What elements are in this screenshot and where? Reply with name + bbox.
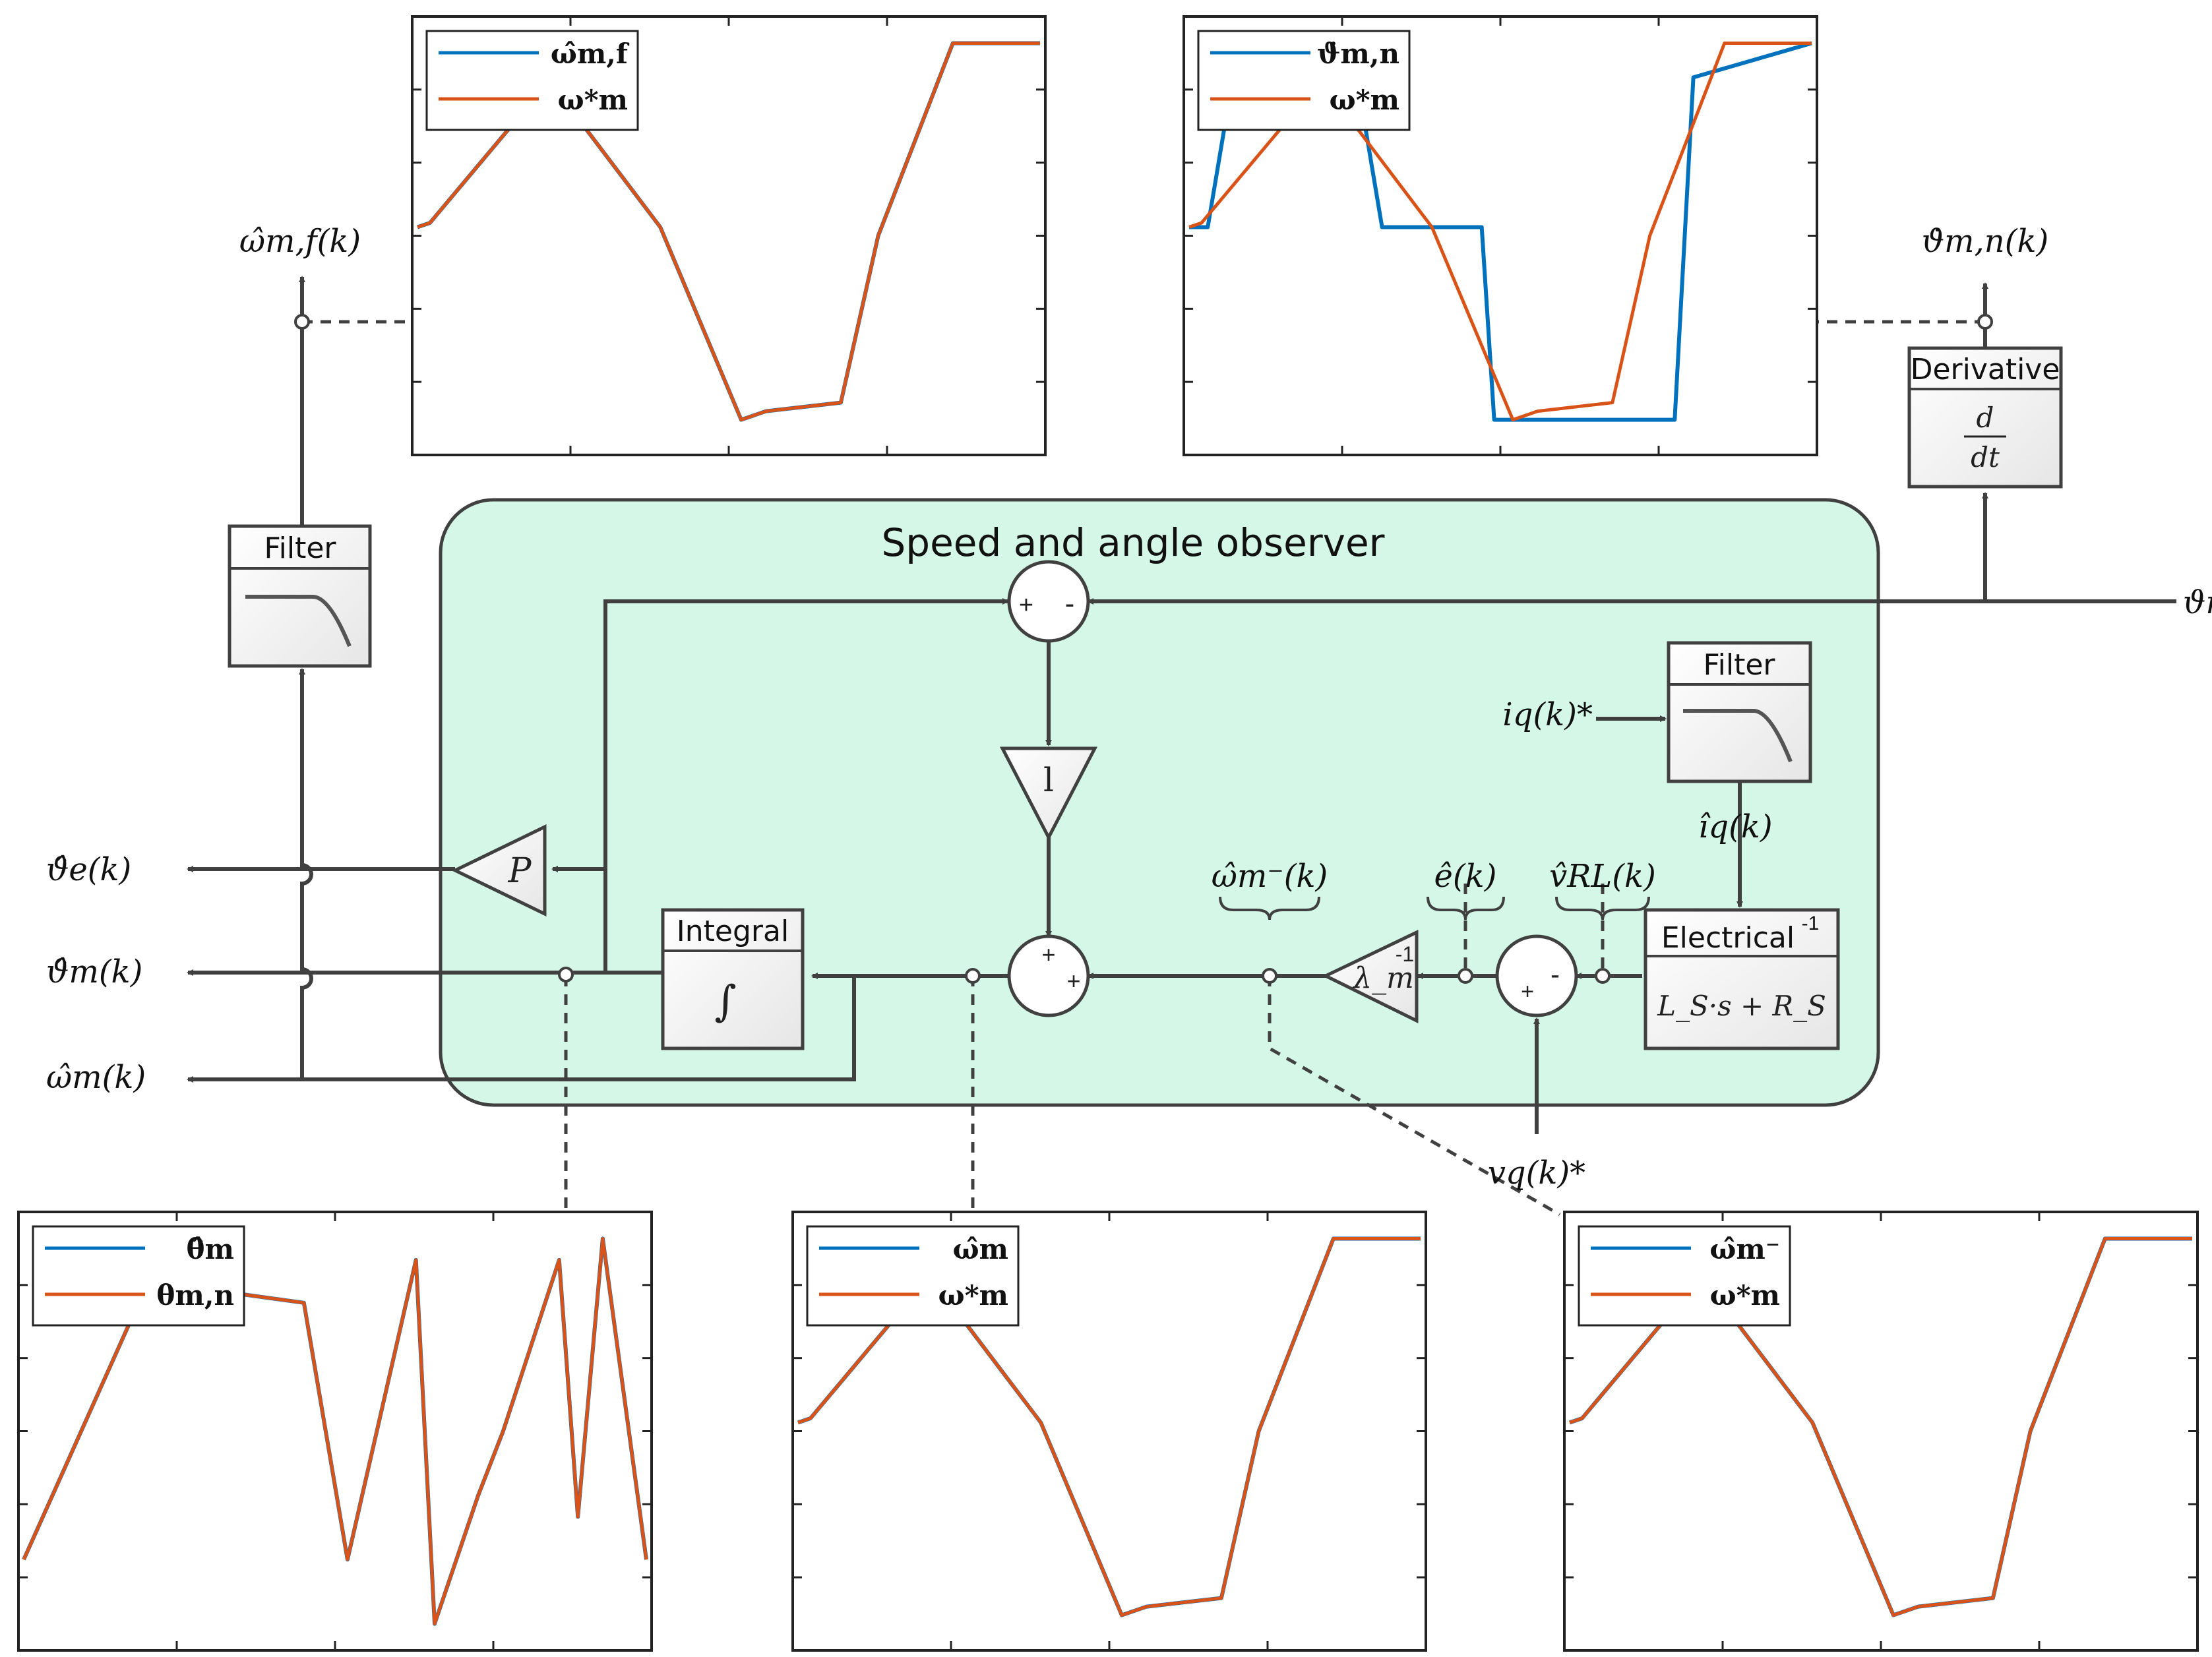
label-theta-mn: ϑm,n(k) [2183, 584, 2212, 621]
svg-text:dt: dt [1971, 441, 2000, 473]
svg-text:-1: -1 [1802, 913, 1820, 934]
legend-box [32, 1225, 245, 1327]
svg-text:L_S·s + R_S: L_S·s + R_S [1657, 990, 1826, 1022]
series-line-2 [417, 42, 1040, 422]
svg-text:+: + [1066, 967, 1080, 994]
series-line-2 [1188, 42, 1812, 422]
derivative-block: Derivative d dt [1907, 346, 2063, 489]
chart-panel-3: θ̂m θm,n [17, 1211, 653, 1652]
legend-entry: ω*m [938, 1279, 1008, 1311]
gain-p-block: P [451, 824, 547, 917]
legend-box [806, 1225, 1020, 1327]
legend-entry: ω̂m [953, 1233, 1008, 1265]
gain-l-block: l [999, 746, 1098, 841]
chart-panel-5: ω̂m⁻ ω*m [1563, 1211, 2199, 1652]
legend-entry: ϑ̇m,n [1317, 38, 1399, 70]
legend-box [1197, 30, 1411, 131]
label-e-hat: ê(k) [1434, 858, 1497, 895]
observer-title: Speed and angle observer [881, 520, 1384, 565]
legend-entry: ω*m [1330, 84, 1399, 116]
chart-panel-1: ω̂m,f ω*m [411, 15, 1047, 456]
series-line-2 [22, 1237, 648, 1626]
label-omega-minus: ω̂m⁻(k) [1212, 858, 1328, 895]
svg-text:Integral: Integral [677, 915, 789, 948]
probe-points [294, 314, 1993, 984]
filter-block-iq: Filter [1667, 641, 1812, 783]
label-omega-m-hat: ω̂m(k) [46, 1059, 146, 1096]
signal-labels: ω̂m,f(k) ϑ̇m,n(k) ϑm,n(k) ϑ̂e(k) ϑ̂m(k) … [46, 223, 2212, 1191]
label-theta-e-hat: ϑ̂e(k) [46, 851, 131, 888]
integral-block: Integral ∫ [661, 908, 805, 1050]
svg-text:Derivative: Derivative [1911, 353, 2060, 386]
svg-text:+: + [1521, 979, 1534, 1004]
svg-text:λ_m: λ_m [1352, 961, 1414, 995]
svg-text:Filter: Filter [264, 531, 337, 565]
legend-entry: θm,n [156, 1279, 234, 1311]
legend-box [1578, 1225, 1791, 1327]
series-line-2 [1569, 1237, 2192, 1617]
legend-entry: θ̂m [187, 1233, 234, 1265]
svg-text:∫: ∫ [714, 977, 736, 1026]
legend-box [425, 30, 639, 131]
label-theta-m-hat: ϑ̂m(k) [46, 953, 142, 990]
svg-text:Electrical: Electrical [1661, 921, 1795, 955]
sum-junction-right: + - [1495, 934, 1578, 1017]
svg-text:+: + [1041, 941, 1055, 968]
label-iq-ref: iq(k)* [1502, 696, 1593, 733]
label-braces [1219, 896, 1650, 920]
chart-panel-2: ϑ̇m,n ω*m [1183, 15, 1818, 456]
chart-panels: ω̂m,f ω*m ϑ̇m,n ω*m θ̂m θm,n ω̂m ω*m ω̂m⁻ ω*m [17, 15, 2199, 1652]
label-vq-ref: vq(k)* [1488, 1155, 1585, 1191]
series-line-2 [797, 1237, 1421, 1617]
svg-text:d: d [1977, 402, 1994, 434]
legend-entry: ω̂m,f [551, 38, 630, 70]
label-theta-mn-dot: ϑ̇m,n(k) [1922, 223, 2049, 260]
svg-text:+: + [1019, 591, 1033, 619]
label-omega-mf-hat: ω̂m,f(k) [239, 223, 361, 260]
probe-lines [302, 320, 1985, 1217]
label-iq-hat: îq(k) [1698, 808, 1773, 845]
svg-text:-: - [1551, 959, 1560, 990]
gain-lambda-block: λ_m -1 [1322, 930, 1419, 1024]
sum-junction-top: + - [1007, 560, 1090, 643]
legend-entry: ω*m [558, 84, 628, 116]
chart-panel-4: ω̂m ω*m [791, 1211, 1427, 1652]
filter-block-top: Filter [228, 524, 372, 668]
electrical-block: Electrical -1 L_S·s + R_S [1644, 908, 1840, 1050]
legend-entry: ω̂m⁻ [1709, 1233, 1780, 1265]
svg-text:-1: -1 [1396, 942, 1414, 966]
sum-junction-mid: + + [1007, 934, 1090, 1017]
svg-text:Filter: Filter [1704, 648, 1776, 682]
legend-entry: ω*m [1710, 1279, 1780, 1311]
svg-text:-: - [1065, 587, 1075, 620]
label-v-rl-hat: v̂RL(k) [1549, 858, 1656, 895]
svg-text:P: P [508, 851, 532, 891]
svg-text:l: l [1043, 761, 1054, 799]
